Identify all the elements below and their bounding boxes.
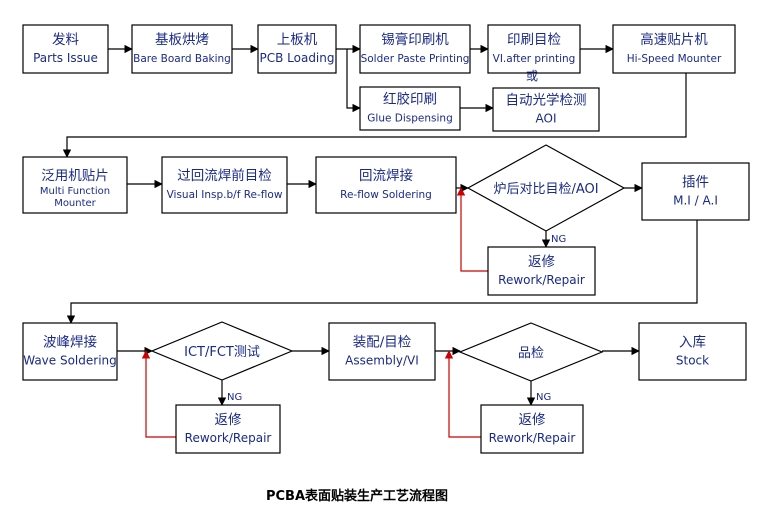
node-rework3: 返修 Rework/Repair: [480, 404, 584, 454]
node-label-zh: 返修: [215, 412, 242, 428]
process-box: [480, 404, 584, 454]
node-label-en: Assembly/VI: [345, 354, 419, 368]
flow-connector: [346, 49, 361, 113]
decision-diamond: [466, 144, 626, 232]
node-reflow: 回流焊接 Re-flow Soldering: [315, 156, 457, 214]
feedback-connector: [444, 350, 481, 438]
node-label-zh: 返修: [519, 412, 547, 428]
process-box: [328, 322, 436, 381]
node-layer: 发料 Parts Issue 基板烘烤 Bare Board Baking 上板机 PCB…: [22, 24, 750, 454]
node-rework2: 返修 Rework/Repair: [175, 404, 281, 454]
node-qc: 品检: [458, 322, 604, 382]
node-label-en: VI.after printing: [493, 53, 576, 65]
flow-connector: [62, 73, 687, 158]
node-label-zh: 锡膏印刷机: [381, 31, 449, 48]
process-box: [638, 322, 747, 381]
node-label-zh: 上板机: [277, 32, 318, 48]
node-rework1: 返修 Rework/Repair: [487, 246, 596, 296]
node-post-aoi: 炉后对比目检/AOI: [466, 144, 626, 232]
decision-diamond: [150, 321, 294, 381]
process-box: [257, 24, 337, 74]
node-aoi: 自动光学检测 AOI: [492, 87, 600, 132]
node-stock: 入库 Stock: [638, 322, 747, 381]
node-label-en: Glue Dispensing: [367, 113, 452, 125]
node-label-en: M.I / A.I: [673, 194, 718, 208]
node-label-en: PCB Loading: [259, 51, 334, 65]
feedback-connector: [456, 187, 488, 272]
node-label-en: Re-flow Soldering: [340, 189, 432, 201]
node-label-en: AOI: [536, 112, 557, 126]
node-label-zh: 回流焊接: [359, 167, 413, 184]
node-label-zh: 泛用机贴片: [41, 168, 109, 184]
node-label-zh: ICT/FCT测试: [184, 345, 260, 360]
node-vi-print: 印刷目检 VI.after printing: [487, 24, 581, 74]
process-box: [359, 86, 461, 131]
node-label-zh: 基板烘烤: [155, 31, 209, 48]
node-label-zh: 炉后对比目检/AOI: [493, 182, 598, 197]
node-solder-paste: 锡膏印刷机 Solder Paste Printing: [359, 24, 471, 74]
node-label-zh: 红胶印刷: [383, 91, 437, 108]
node-vi-preflow: 过回流焊前目检 Visual Insp.b/f Re-flow: [161, 156, 288, 214]
node-ict: ICT/FCT测试: [150, 321, 294, 381]
process-box: [487, 24, 581, 74]
feedback-connector: [141, 350, 176, 438]
process-box: [175, 404, 281, 454]
node-label-zh: 品检: [518, 346, 544, 361]
node-label-en: Rework/Repair: [489, 431, 576, 445]
node-hs-mounter: 高速贴片机 Hi-Speed Mounter: [612, 24, 736, 74]
node-or-label: 或: [526, 69, 538, 83]
node-pcb-loading: 上板机 PCB Loading: [257, 24, 337, 74]
node-label-en: Hi-Speed Mounter: [627, 53, 722, 65]
node-label-zh: 插件: [682, 175, 709, 191]
process-box: [22, 24, 109, 74]
node-label-en: Visual Insp.b/f Re-flow: [167, 189, 283, 201]
node-label-zh: 波峰焊接: [43, 334, 97, 351]
or-label: 或: [526, 69, 538, 83]
node-label-zh: 返修: [528, 254, 556, 270]
process-box: [161, 156, 288, 214]
flow-connector: [66, 220, 698, 324]
node-label-zh: 高速贴片机: [640, 31, 708, 48]
node-label-en: Bare Board Baking: [133, 53, 231, 65]
node-glue: 红胶印刷 Glue Dispensing: [359, 86, 461, 131]
process-box: [641, 162, 750, 221]
process-box: [492, 87, 600, 132]
decision-diamond: [458, 322, 604, 382]
node-wave: 波峰焊接 Wave Soldering: [22, 322, 118, 381]
node-label-en: Rework/Repair: [498, 273, 585, 287]
ng-label: NG: [536, 392, 551, 403]
node-baking: 基板烘烤 Bare Board Baking: [131, 24, 233, 74]
process-box: [131, 24, 233, 74]
ng-label: NG: [227, 392, 242, 403]
process-box: [359, 24, 471, 74]
node-label-zh: 过回流焊前目检: [177, 167, 272, 184]
node-label-en: Wave Soldering: [23, 354, 117, 368]
node-label-zh: 入库: [679, 335, 706, 351]
node-label-en: Parts Issue: [33, 51, 98, 65]
node-label-en: Solder Paste Printing: [361, 53, 470, 65]
ng-label: NG: [551, 234, 566, 245]
node-label-zh: 自动光学检测: [506, 93, 587, 109]
process-box: [22, 156, 128, 214]
node-parts-issue: 发料 Parts Issue: [22, 24, 109, 74]
node-label-en: Stock: [676, 354, 709, 368]
connector-layer: NG NG NG: [62, 44, 698, 438]
node-label-zh: 印刷目检: [507, 32, 561, 48]
process-box: [612, 24, 736, 74]
process-box: [487, 246, 596, 296]
node-mi-ai: 插件 M.I / A.I: [641, 162, 750, 221]
node-label-zh: 装配/目检: [353, 335, 412, 351]
diagram-title: PCBA表面贴装生产工艺流程图: [266, 488, 448, 504]
node-label-zh: 发料: [52, 32, 79, 48]
process-box: [22, 322, 118, 381]
node-assembly: 装配/目检 Assembly/VI: [328, 322, 436, 381]
process-box: [315, 156, 457, 214]
node-label-en: Rework/Repair: [185, 431, 272, 445]
